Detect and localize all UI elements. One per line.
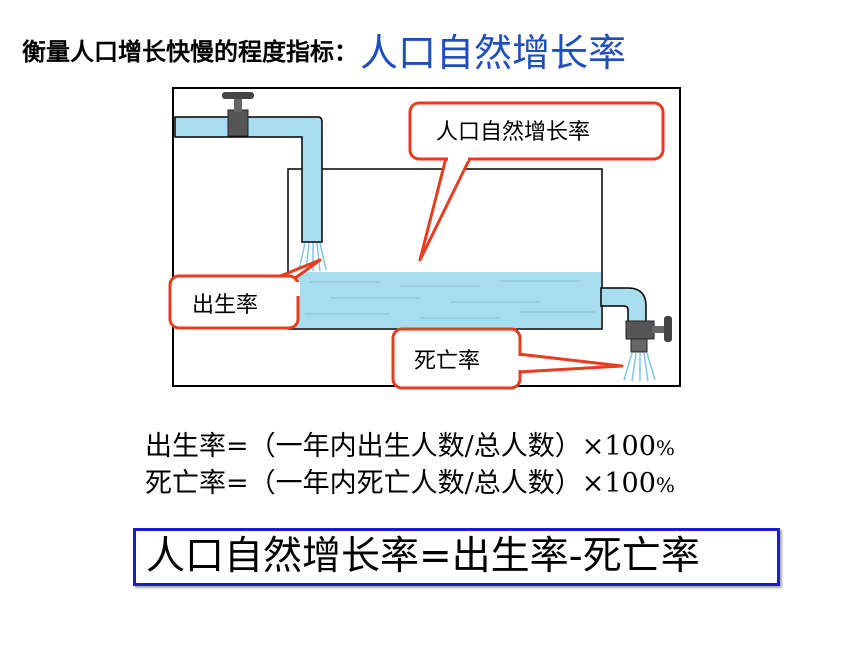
callout-death-label: 死亡率 (414, 349, 481, 374)
inlet-pipe (174, 116, 323, 243)
callout-birth (168, 274, 300, 330)
page-title: 衡量人口增长快慢的程度指标：人口自然增长率 (22, 22, 626, 78)
death-rate-formula: 死亡率=（一年内死亡人数/总人数）×100% (145, 461, 675, 500)
title-highlight: 人口自然增长率 (360, 31, 627, 75)
natural-growth-formula-box: 人口自然增长率=出生率-死亡率 (133, 528, 780, 586)
callout-growth-label: 人口自然增长率 (436, 120, 591, 145)
water-ripples (305, 280, 595, 319)
title-prefix: 衡量人口增长快慢的程度指标： (22, 38, 358, 66)
tank-water (289, 272, 601, 328)
outlet-spray (623, 352, 656, 382)
inlet-tap-icon (222, 92, 254, 137)
callout-growth (408, 101, 665, 161)
outlet-tap-icon (625, 316, 672, 353)
death-rate-formula-text: 死亡率=（一年内死亡人数/总人数）×100 (145, 468, 656, 499)
death-rate-formula-unit: % (655, 473, 675, 497)
birth-rate-formula-text: 出生率=（一年内出生人数/总人数）×100 (145, 431, 656, 462)
callout-birth-label: 出生率 (192, 293, 259, 318)
birth-rate-formula-unit: % (655, 436, 675, 460)
birth-rate-formula: 出生率=（一年内出生人数/总人数）×100% (145, 424, 675, 463)
